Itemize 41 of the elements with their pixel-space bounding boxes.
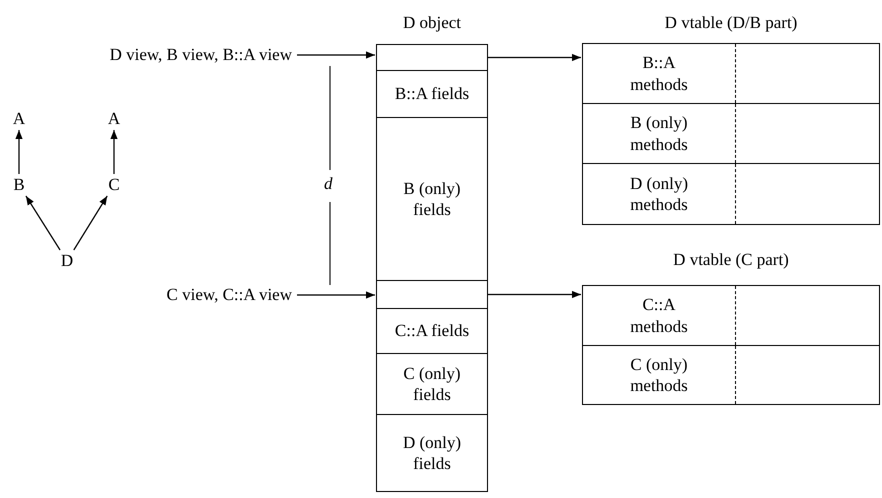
method-label: B::A methods [629,52,689,95]
vtable-row [582,163,880,225]
vptr-slot [376,44,488,71]
column-heading: D object [402,12,462,34]
field-cell [376,70,488,118]
field-cell [376,117,488,281]
arrow [297,51,375,59]
method-label: D (only) methods [628,172,690,216]
arrow [73,196,108,250]
field-cell [376,353,488,415]
vptr-slot [376,280,488,309]
method-label: C (only) methods [629,354,689,396]
column-heading: D vtable (D/B part) [664,12,798,34]
arrow [297,291,375,299]
pointer-label: C view, C::A view [10,284,292,306]
vtable-row [582,285,880,346]
pointer-label: D view, B view, B::A view [10,44,292,66]
method-label: C::A methods [629,294,689,337]
dimension-label: d [324,174,332,194]
field-label: C::A fields [394,320,470,342]
vtable-row [582,43,880,104]
arrow [25,196,61,250]
column-heading: D vtable (C part) [672,249,790,271]
class-name: B [8,174,30,196]
class-name: A [8,108,30,130]
field-cell [376,308,488,354]
arrow [488,290,581,298]
arrow [15,130,23,174]
field-cell [376,414,488,492]
class-name: C [103,174,125,196]
vtable-row [582,345,880,405]
field-label: D (only) fields [402,432,462,474]
class-name: A [103,108,125,130]
field-label: C (only) fields [402,362,462,406]
field-label: B (only) fields [402,178,462,220]
class-name: D [56,250,78,272]
vtable-row [582,103,880,164]
arrow [488,54,581,62]
field-label: B::A fields [394,83,470,105]
method-label: B (only) methods [629,112,689,155]
arrow [110,130,118,174]
